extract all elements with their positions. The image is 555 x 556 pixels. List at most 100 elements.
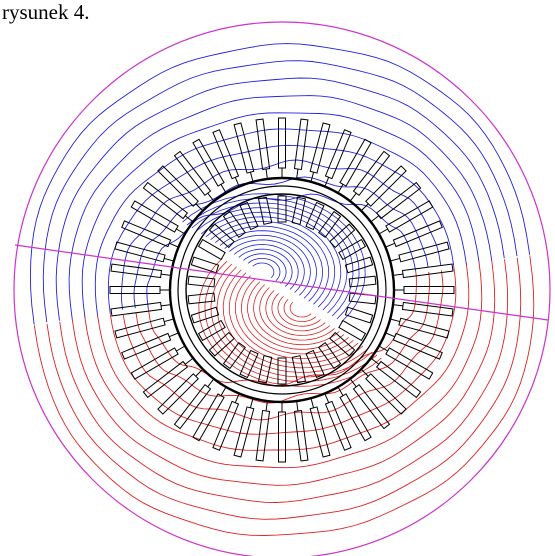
rotor-slot bbox=[338, 238, 367, 261]
rotor-slot-body bbox=[239, 349, 259, 379]
rotor-flux-blue bbox=[252, 262, 275, 278]
stator-core bbox=[109, 117, 455, 463]
rotor-slot bbox=[348, 275, 377, 288]
stator-slot-neck bbox=[249, 172, 254, 181]
flux-line-upper bbox=[120, 159, 442, 310]
stator-slot-body bbox=[255, 118, 271, 171]
flux-line-upper bbox=[146, 193, 417, 309]
stator-slot-neck bbox=[160, 304, 171, 307]
stator-slot bbox=[157, 165, 203, 211]
stator-slot-body bbox=[130, 347, 179, 380]
rotor-outline bbox=[185, 193, 379, 387]
stator-slot bbox=[110, 301, 171, 317]
stator-slot-body bbox=[157, 165, 199, 207]
stator-slot-body bbox=[278, 411, 286, 463]
rotor-slot-body bbox=[222, 210, 246, 239]
rotor-flux-lines bbox=[182, 193, 382, 387]
rotor-slot bbox=[305, 349, 325, 379]
stator-slot-body bbox=[192, 393, 225, 442]
rotor-flux-red bbox=[204, 260, 378, 383]
stator-slot-neck bbox=[324, 394, 330, 403]
stator-slot-body bbox=[130, 200, 179, 233]
stator-slot bbox=[338, 387, 372, 442]
rotor-slot-body bbox=[208, 223, 235, 249]
flux-line-lower bbox=[147, 271, 417, 387]
stator-slot-neck bbox=[310, 399, 315, 408]
stator-slot-body bbox=[192, 138, 225, 187]
stator-slot-body bbox=[233, 122, 255, 174]
rotor-slot bbox=[222, 210, 246, 239]
stator-slot-neck bbox=[195, 369, 203, 377]
rotor-flux-blue bbox=[215, 225, 324, 302]
rotor-slot bbox=[197, 238, 226, 261]
stator-slot-neck bbox=[391, 257, 400, 262]
rotor-slot bbox=[344, 306, 374, 324]
stator-slot-neck bbox=[371, 358, 380, 365]
stator-slot-neck bbox=[176, 228, 185, 234]
stator-slot-neck bbox=[265, 168, 268, 179]
rotor-slot bbox=[190, 256, 220, 274]
flux-lines-red bbox=[33, 255, 535, 536]
rotor-slot-body bbox=[348, 275, 377, 288]
stator-slot bbox=[192, 138, 226, 193]
stator-slot-neck bbox=[393, 273, 404, 276]
rotor-slot-body bbox=[277, 195, 287, 223]
stator-slot bbox=[157, 369, 203, 415]
rotor-slot bbox=[208, 223, 235, 249]
stator-slot-neck bbox=[393, 304, 404, 307]
stator-slot-neck bbox=[164, 318, 173, 323]
rotor-core bbox=[185, 193, 379, 387]
rotor-slot-body bbox=[305, 349, 325, 379]
rotor-slot-body bbox=[277, 357, 287, 385]
rotor-slot bbox=[187, 275, 216, 288]
stator-slot-body bbox=[114, 317, 166, 339]
flux-line-lower bbox=[97, 263, 470, 451]
rotor-flux-red bbox=[265, 290, 331, 336]
stator-slot-body bbox=[375, 360, 422, 399]
flux-line-upper bbox=[42, 60, 518, 323]
stator-slot-neck bbox=[391, 318, 400, 323]
stator-slot-neck bbox=[160, 273, 171, 276]
rotor-slot bbox=[197, 319, 226, 342]
flux-line-lower bbox=[33, 255, 535, 536]
stator-slot bbox=[142, 358, 193, 399]
stator-slot bbox=[212, 129, 240, 186]
outer-boundary bbox=[13, 21, 551, 556]
stator-slot-neck bbox=[169, 242, 178, 248]
rotor-flux-blue bbox=[210, 220, 330, 305]
stator-slot bbox=[173, 379, 214, 430]
rotor-slot bbox=[257, 355, 273, 384]
rotor-slot bbox=[305, 201, 325, 231]
rotor-slot-body bbox=[329, 331, 356, 357]
rotor-flux-blue bbox=[233, 244, 299, 290]
stator-slot bbox=[233, 122, 255, 181]
rotor-flux-blue bbox=[243, 253, 287, 284]
flux-line-upper bbox=[133, 176, 429, 309]
rotor-flux-blue bbox=[191, 202, 354, 317]
stator-slot-neck bbox=[220, 184, 226, 193]
rotor-slot-body bbox=[190, 256, 220, 274]
rotor-slot-body bbox=[222, 341, 246, 370]
stator-slot bbox=[393, 301, 454, 317]
flux-line-lower bbox=[71, 260, 496, 486]
rotor-slot-body bbox=[187, 292, 216, 305]
stator-slot bbox=[114, 317, 173, 339]
stator-slot bbox=[109, 286, 169, 294]
stator-slot-neck bbox=[207, 379, 214, 388]
rotor-slot bbox=[190, 306, 220, 324]
flux-line-lower bbox=[135, 271, 431, 404]
rotor-slot-body bbox=[329, 223, 356, 249]
rotor-slot-body bbox=[318, 341, 342, 370]
stator-slot-body bbox=[293, 409, 309, 462]
rotor-slot bbox=[222, 341, 246, 370]
rotor-slot-body bbox=[197, 319, 226, 342]
flux-lines-blue bbox=[29, 43, 531, 325]
rotor-flux-red bbox=[253, 284, 340, 346]
stator-slot bbox=[350, 150, 391, 201]
stator-slot-neck bbox=[386, 332, 395, 338]
flux-line-upper bbox=[55, 77, 505, 321]
rotor-flux-blue bbox=[224, 234, 311, 296]
rotor-flux-red bbox=[222, 269, 364, 369]
flux-line-upper bbox=[107, 144, 455, 315]
stator-slot-neck bbox=[234, 177, 240, 186]
